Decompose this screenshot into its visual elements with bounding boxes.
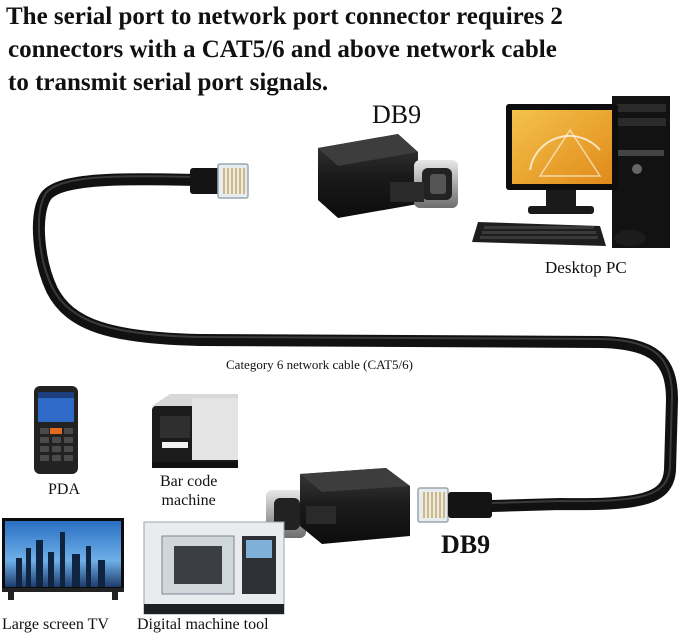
barcode-machine-label: Bar code machine <box>160 472 217 510</box>
cnc-machine-icon <box>143 521 285 615</box>
headline: The serial port to network port connecto… <box>6 0 676 99</box>
barcode-label-line-2: machine <box>161 492 216 509</box>
db9-adapter-icon <box>318 134 458 218</box>
barcode-printer-icon <box>152 394 238 468</box>
headline-line-2: connectors with a CAT5/6 and above netwo… <box>8 36 557 63</box>
tv-label: Large screen TV <box>2 616 109 633</box>
db9-adapter-icon <box>266 468 410 544</box>
headline-line-3: to transmit serial port signals. <box>8 69 329 96</box>
cable-label: Category 6 network cable (CAT5/6) <box>226 357 414 372</box>
barcode-label-line-1: Bar code <box>160 473 218 490</box>
db9-label-top: DB9 <box>372 100 422 129</box>
db9-label-bottom: DB9 <box>441 530 491 559</box>
headline-line-1: The serial port to network port connecto… <box>6 3 563 30</box>
pda-icon <box>34 386 78 474</box>
desktop-pc-label: Desktop PC <box>545 258 627 277</box>
rj45-plug-icon <box>190 163 249 199</box>
network-cable <box>32 173 679 512</box>
pda-label: PDA <box>48 481 81 498</box>
cnc-label: Digital machine tool <box>137 616 269 633</box>
rj45-plug-icon <box>417 487 492 523</box>
tv-icon <box>2 518 124 600</box>
desktop-pc-icon <box>472 96 670 248</box>
